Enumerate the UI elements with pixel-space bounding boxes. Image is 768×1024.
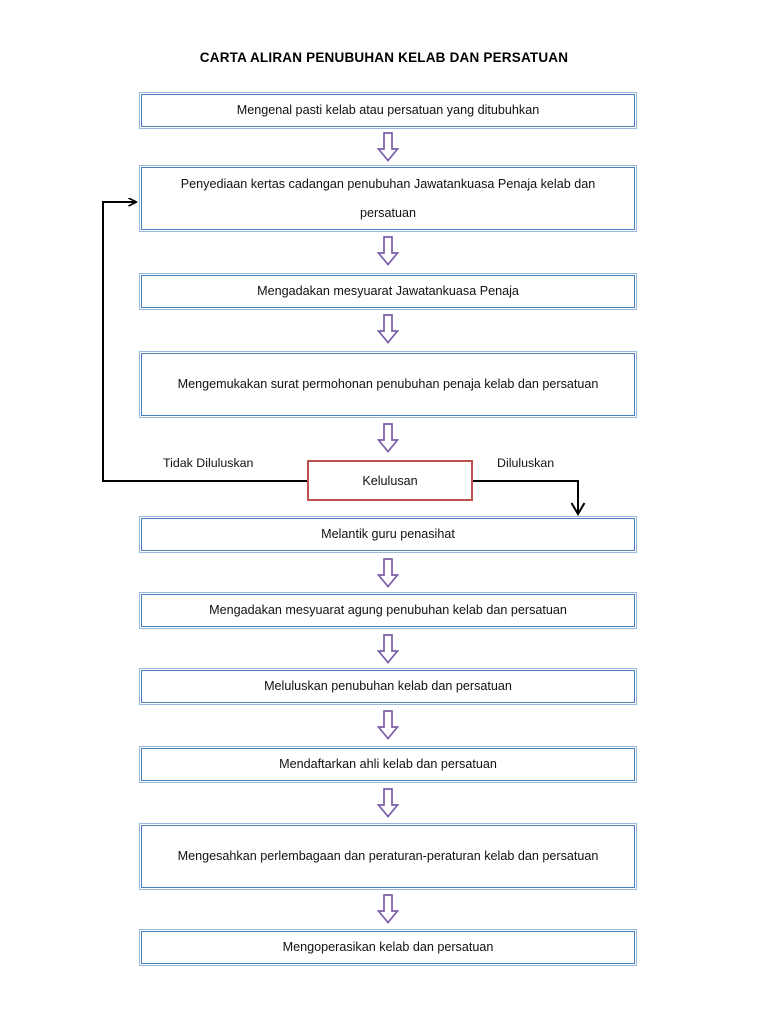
process-box-1[interactable]: Mengenal pasti kelab atau persatuan yang… <box>139 92 637 129</box>
process-box-meluluskan-penubuhan[interactable]: Meluluskan penubuhan kelab dan persatuan <box>139 668 637 705</box>
process-box-label: Meluluskan penubuhan kelab dan persatuan <box>264 679 512 693</box>
down-arrow-icon-3 <box>377 314 399 344</box>
down-arrow-icon-1 <box>377 132 399 162</box>
down-arrow-icon-4 <box>377 423 399 453</box>
connector-diluluskan <box>473 480 586 516</box>
page-title: CARTA ALIRAN PENUBUHAN KELAB DAN PERSATU… <box>199 50 569 65</box>
process-box-mendaftarkan-ahli[interactable]: Mendaftarkan ahli kelab dan persatuan <box>139 746 637 783</box>
process-box-label: Mengesahkan perlembagaan dan peraturan-p… <box>177 849 599 863</box>
down-arrow-icon-5 <box>377 558 399 588</box>
down-arrow-icon-9 <box>377 894 399 924</box>
process-box-mengoperasikan[interactable]: Mengoperasikan kelab dan persatuan <box>139 929 637 966</box>
branch-label-tidak-diluluskan: Tidak Diluluskan <box>163 456 254 470</box>
process-box-label: Melantik guru penasihat <box>321 527 455 541</box>
process-box-label: Mengenal pasti kelab atau persatuan yang… <box>236 103 540 117</box>
decision-box-label: Kelulusan <box>362 473 418 488</box>
down-arrow-icon-2 <box>377 236 399 266</box>
down-arrow-icon-7 <box>377 710 399 740</box>
process-box-4[interactable]: Mengemukakan surat permohonan penubuhan … <box>139 351 637 418</box>
process-box-label: Mengadakan mesyuarat Jawatankuasa Penaja <box>257 284 519 298</box>
process-box-melantik-guru-penasihat[interactable]: Melantik guru penasihat <box>139 516 637 553</box>
process-box-label: Mendaftarkan ahli kelab dan persatuan <box>279 757 497 771</box>
branch-label-diluluskan: Diluluskan <box>497 456 555 470</box>
process-box-label: Mengoperasikan kelab dan persatuan <box>282 940 494 954</box>
down-arrow-icon-8 <box>377 788 399 818</box>
process-box-mengesahkan-perlembagaan[interactable]: Mengesahkan perlembagaan dan peraturan-p… <box>139 823 637 890</box>
process-box-label: Mengadakan mesyuarat agung penubuhan kel… <box>209 603 567 617</box>
process-box-label: Mengemukakan surat permohonan penubuhan … <box>177 377 599 391</box>
down-arrow-icon-6 <box>377 634 399 664</box>
process-box-3[interactable]: Mengadakan mesyuarat Jawatankuasa Penaja <box>139 273 637 310</box>
process-box-mesyuarat-agung[interactable]: Mengadakan mesyuarat agung penubuhan kel… <box>139 592 637 629</box>
decision-box-kelulusan[interactable]: Kelulusan <box>307 460 473 501</box>
process-box-label: Penyediaan kertas cadangan penubuhan Jaw… <box>180 176 596 220</box>
process-box-2[interactable]: Penyediaan kertas cadangan penubuhan Jaw… <box>139 165 637 232</box>
connector-tidak-diluluskan <box>102 202 307 482</box>
